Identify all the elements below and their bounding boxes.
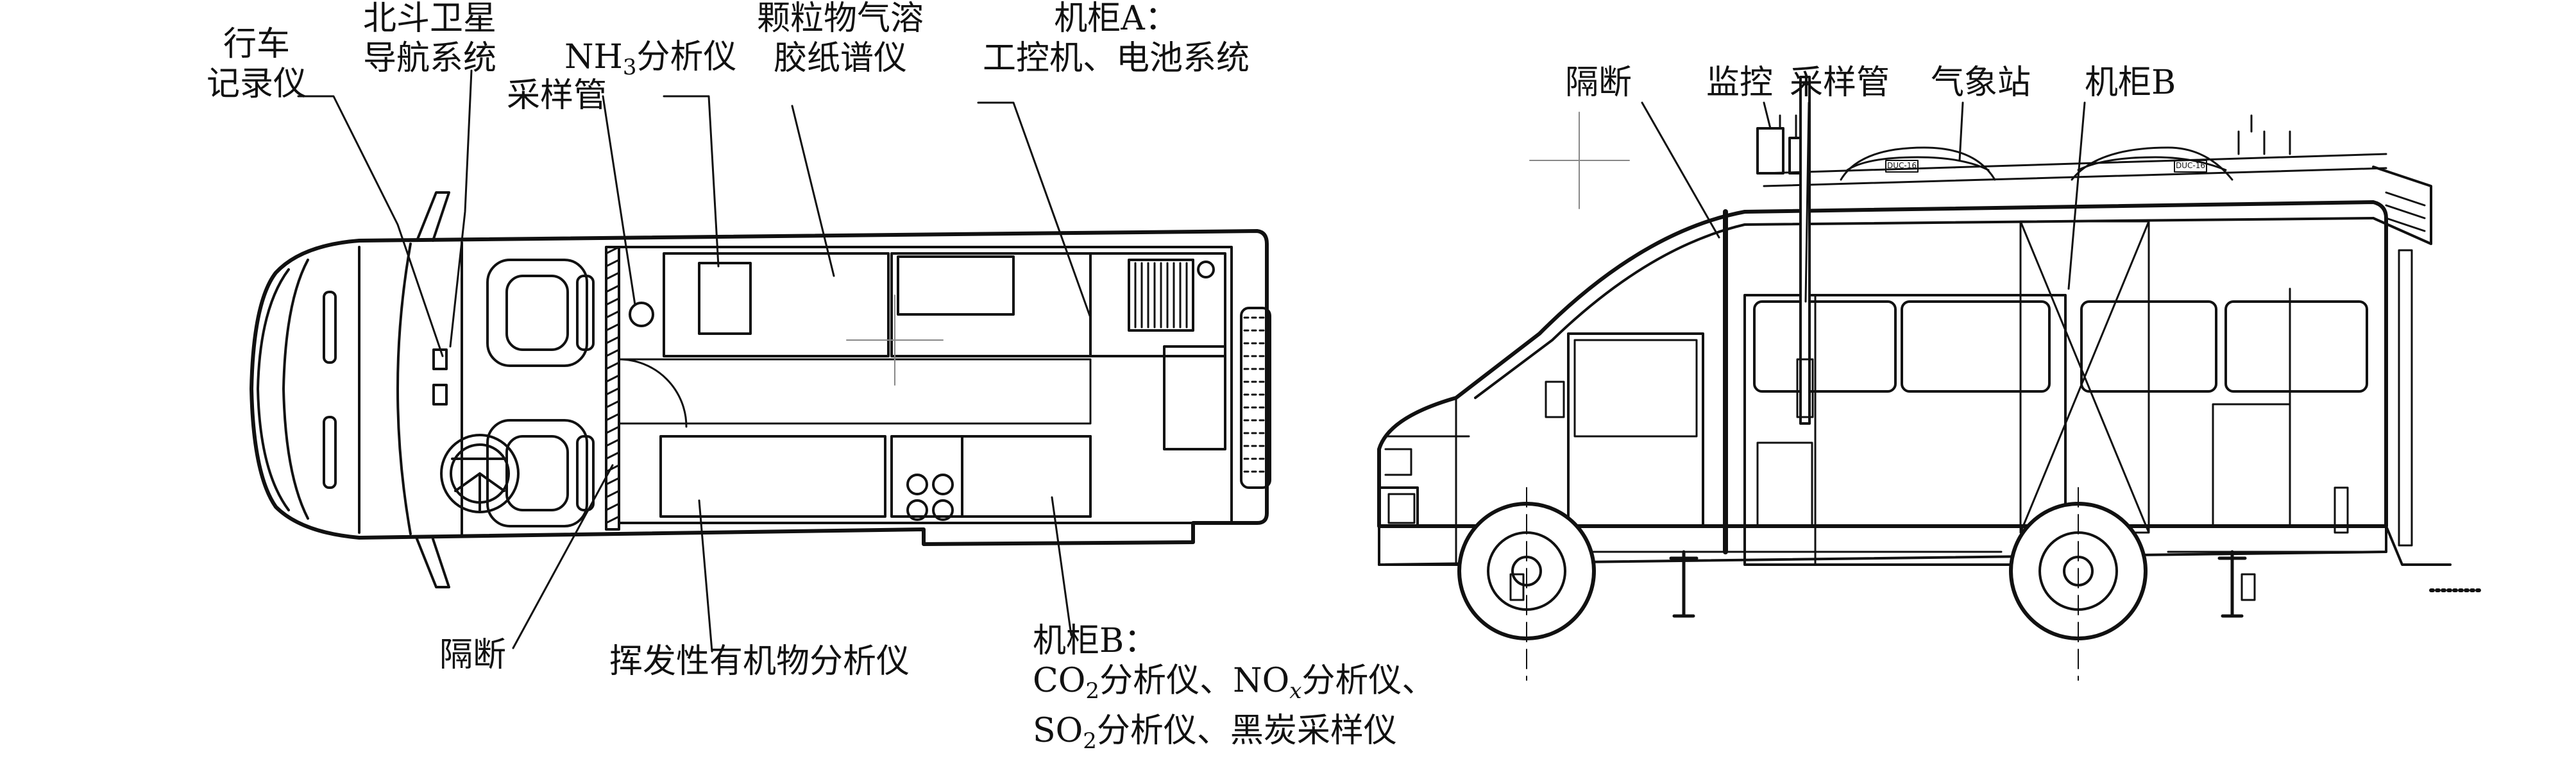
label-driving-recorder: 行车 记录仪: [192, 24, 321, 104]
label-driving-recorder-line2: 记录仪: [206, 65, 307, 103]
co2-pre: CO: [1033, 662, 1086, 700]
side-view-vehicle: [1377, 76, 2484, 681]
so2-pre: SO: [1033, 712, 1083, 750]
co2-sub: 2: [1085, 678, 1100, 704]
side-view-leaders: [1641, 101, 2086, 303]
label-cabinet-b-line3: SO2分析仪、黑炭采样仪: [1033, 711, 1435, 761]
label-cabinet-b-top: 机柜B： CO2分析仪、NOx分析仪、 SO2分析仪、黑炭采样仪: [1033, 621, 1435, 761]
label-partition-side: 隔断: [1565, 64, 1632, 102]
label-beidou-line2: 导航系统: [362, 39, 496, 78]
label-nh3-analyzer: NH3分析仪: [564, 37, 737, 87]
label-nh3-sub: 3: [622, 55, 637, 80]
label-nh3-pre: NH: [564, 38, 623, 76]
label-monitor: 监控: [1706, 64, 1774, 102]
label-driving-recorder-line1: 行车: [223, 25, 290, 64]
top-view-vehicle: [250, 191, 1271, 588]
label-cabinet-a: 机柜A： 工控机、电池系统: [956, 0, 1276, 78]
label-partition-top: 隔断: [439, 636, 507, 674]
label-cabinet-a-line2: 工控机、电池系统: [982, 39, 1250, 78]
label-aerosol-line1: 颗粒物气溶: [756, 0, 924, 38]
label-cabinet-b-side: 机柜B: [2085, 64, 2176, 102]
roof-box-text-2: DUC-16: [2176, 161, 2206, 170]
so2-sub: 2: [1083, 728, 1097, 754]
label-beidou-line1: 北斗卫星: [362, 0, 496, 38]
label-sampling-tube-side: 采样管: [1790, 64, 1890, 102]
label-beidou: 北斗卫星 导航系统: [353, 0, 507, 78]
label-cabinet-a-line1: 机柜A：: [1054, 0, 1178, 38]
label-weather-station: 气象站: [1931, 64, 2031, 102]
label-voc-analyzer: 挥发性有机物分析仪: [609, 642, 910, 681]
nox-pre: NO: [1233, 662, 1290, 700]
label-aerosol-spectrometer: 颗粒物气溶 胶纸谱仪: [744, 0, 936, 78]
roof-box-text-1: DUC-16: [1887, 161, 1917, 170]
nox-post: 分析仪、: [1301, 662, 1436, 700]
co2-post: 分析仪、: [1099, 662, 1233, 700]
label-nh3-post: 分析仪: [636, 38, 737, 76]
label-sampling-tube-top: 采样管: [507, 76, 607, 115]
nox-sub: x: [1289, 678, 1302, 704]
so2-post: 分析仪、黑炭采样仪: [1096, 712, 1397, 750]
top-view-leaders: [297, 69, 1092, 653]
label-cabinet-b-line2: CO2分析仪、NOx分析仪、: [1033, 661, 1435, 711]
label-cabinet-b-title: 机柜B：: [1033, 622, 1158, 660]
label-aerosol-line2: 胶纸谱仪: [773, 39, 907, 78]
